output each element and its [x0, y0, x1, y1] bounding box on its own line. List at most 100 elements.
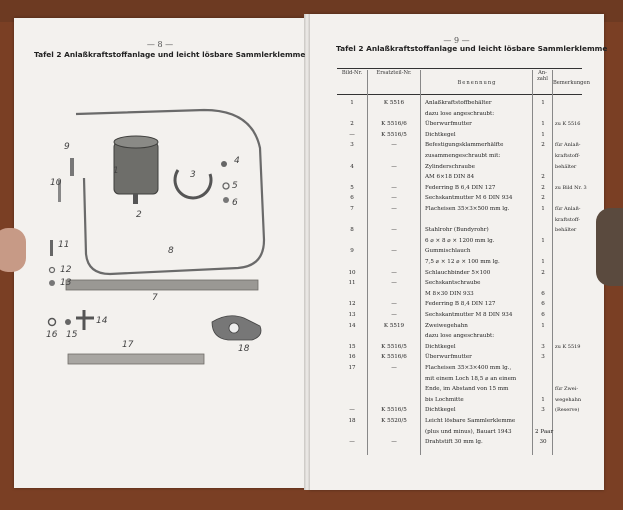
cell-anzahl: 3 [541, 407, 545, 414]
book-spine [304, 14, 310, 490]
cell-benennung: mit einem Loch 18,5 ⌀ an einem [425, 375, 517, 382]
cell-benennung: dazu lose angeschraubt: [425, 110, 495, 117]
cell-bild-nr: 5 [350, 184, 354, 191]
callout-16: 16 [46, 330, 58, 340]
cell-ersatzteil-nr: — [391, 312, 397, 318]
callout-6: 6 [232, 198, 238, 208]
cell-bild-nr: 6 [350, 195, 354, 202]
cell-bemerkungen: zu K 5516 [555, 121, 581, 128]
cell-bild-nr: 3 [350, 142, 354, 149]
cell-benennung: Dichtkegel [425, 343, 456, 350]
cell-ersatzteil-nr: K 5516/5 [381, 131, 407, 138]
cell-ersatzteil-nr: — [391, 163, 397, 170]
cell-bild-nr: 9 [350, 248, 354, 255]
cell-bemerkungen: für Anlaß- [555, 142, 581, 149]
cell-ersatzteil-nr: — [391, 365, 397, 371]
right-page [309, 14, 604, 490]
callout-2: 2 [136, 210, 142, 220]
header-anzahl: An-zahl [537, 70, 548, 82]
cell-ersatzteil-nr: — [391, 227, 397, 234]
header-bild-nr: Bild-Nr. [341, 70, 363, 76]
clamp-halves [173, 169, 213, 200]
cell-benennung: Sechskantmutter M 6 DIN 934 [425, 195, 513, 202]
cell-anzahl: 2 [541, 269, 545, 276]
cell-bild-nr: 11 [348, 280, 356, 287]
parts-illustration [47, 108, 266, 365]
callout-10: 10 [50, 178, 62, 188]
cell-bemerkungen: zu Bild Nr. 3 [555, 184, 587, 191]
callout-15: 15 [66, 330, 78, 340]
cell-bild-nr: — [349, 407, 355, 414]
right-page-title: Tafel 2 Anlaßkraftstoffanlage und leicht… [336, 44, 608, 53]
callout-12: 12 [60, 265, 72, 275]
cell-benennung: Zweiwegehahn [425, 322, 468, 329]
cell-ersatzteil-nr: — [391, 301, 397, 308]
cell-bemerkungen: (Reserve) [555, 407, 580, 414]
header-benennung: Benennung [457, 80, 497, 86]
cell-bild-nr: 12 [348, 301, 356, 308]
cell-bild-nr: 7 [350, 206, 354, 212]
cell-anzahl: 2 [541, 174, 545, 181]
cell-bemerkungen: behälter [555, 163, 577, 170]
cell-bild-nr: 15 [348, 343, 356, 350]
flat-bar-17 [67, 353, 205, 365]
cell-ersatzteil-nr: — [391, 248, 397, 255]
cell-bemerkungen: für Zwei- [555, 386, 579, 393]
cell-anzahl: 1 [541, 237, 545, 244]
cell-benennung: Flacheisen 35×3×500 mm lg. [425, 206, 510, 212]
cell-ersatzteil-nr: — [391, 206, 397, 212]
cell-anzahl: 2 Paar [535, 428, 554, 435]
cell-bild-nr: 2 [350, 121, 354, 128]
header-bemerkungen: Bemerkungen [553, 80, 590, 86]
cell-bild-nr: 13 [348, 312, 356, 318]
flat-bar-7 [65, 279, 259, 291]
cell-anzahl: 6 [541, 301, 545, 308]
cell-benennung: Stahlrohr (Bundyrohr) [425, 227, 489, 234]
cell-bild-nr: 4 [350, 163, 354, 170]
cell-benennung: Flacheisen 35×3×400 mm lg., [425, 365, 512, 371]
left-page [14, 18, 306, 488]
cell-ersatzteil-nr: K 5516/6 [381, 121, 407, 128]
cell-benennung: Befestigungsklammerhälfte [425, 142, 504, 149]
cell-benennung: Federring B 6,4 DIN 127 [425, 184, 496, 191]
table-top-rule [337, 68, 582, 69]
right-page-number: — 9 — [443, 36, 470, 45]
cell-anzahl: 1 [541, 396, 545, 403]
cell-bild-nr: — [349, 439, 355, 446]
cell-ersatzteil-nr: — [391, 184, 397, 191]
cell-ersatzteil-nr: K 5516/5 [381, 343, 407, 350]
cell-ersatzteil-nr: — [391, 142, 397, 149]
callout-4: 4 [234, 156, 240, 166]
cell-benennung: Anlaßkraftstoffbehälter [425, 100, 492, 106]
cell-benennung: 6 ⌀ × 8 ⌀ × 1200 mm lg. [425, 237, 495, 244]
cell-anzahl: 30 [539, 439, 547, 446]
callout-13: 13 [60, 278, 72, 288]
cell-benennung: Gummischlauch [425, 248, 471, 255]
cell-anzahl: 2 [541, 184, 545, 191]
fuel-tank [113, 141, 159, 195]
callout-9: 9 [64, 142, 70, 152]
cell-anzahl: 2 [541, 142, 545, 149]
cell-bild-nr: 18 [348, 418, 356, 424]
cell-benennung: dazu lose angeschraubt: [425, 333, 495, 340]
cell-benennung: Ende, im Abstand von 15 mm [425, 386, 509, 393]
cell-bemerkungen: zu K 5519 [555, 343, 581, 350]
cell-anzahl: 1 [541, 206, 545, 212]
callout-5: 5 [232, 181, 238, 191]
cell-benennung: Überwurfmutter [425, 121, 472, 128]
cell-ersatzteil-nr: K 5519 [383, 322, 405, 329]
cell-bemerkungen: kraftstoff- [555, 153, 580, 159]
cell-benennung: 7,5 ⌀ × 12 ⌀ × 100 mm lg. [425, 259, 500, 265]
cell-bild-nr: 8 [350, 227, 354, 234]
cell-bild-nr: 16 [348, 354, 356, 361]
cell-anzahl: 1 [541, 322, 545, 329]
cell-benennung: Sechskantmutter M 8 DIN 934 [425, 312, 513, 318]
cell-bild-nr: 14 [348, 322, 356, 329]
cell-benennung: Drahtstift 30 mm lg. [425, 439, 483, 446]
header-ersatzteil-nr: Ersatzteil-Nr. [376, 70, 412, 76]
cell-anzahl: 6 [541, 290, 545, 297]
cell-ersatzteil-nr: — [391, 269, 397, 276]
cell-benennung: Zylinderschraube [425, 163, 475, 170]
cell-benennung: Schlauchbinder 5×100 [425, 269, 491, 276]
cell-anzahl: 2 [541, 195, 545, 202]
